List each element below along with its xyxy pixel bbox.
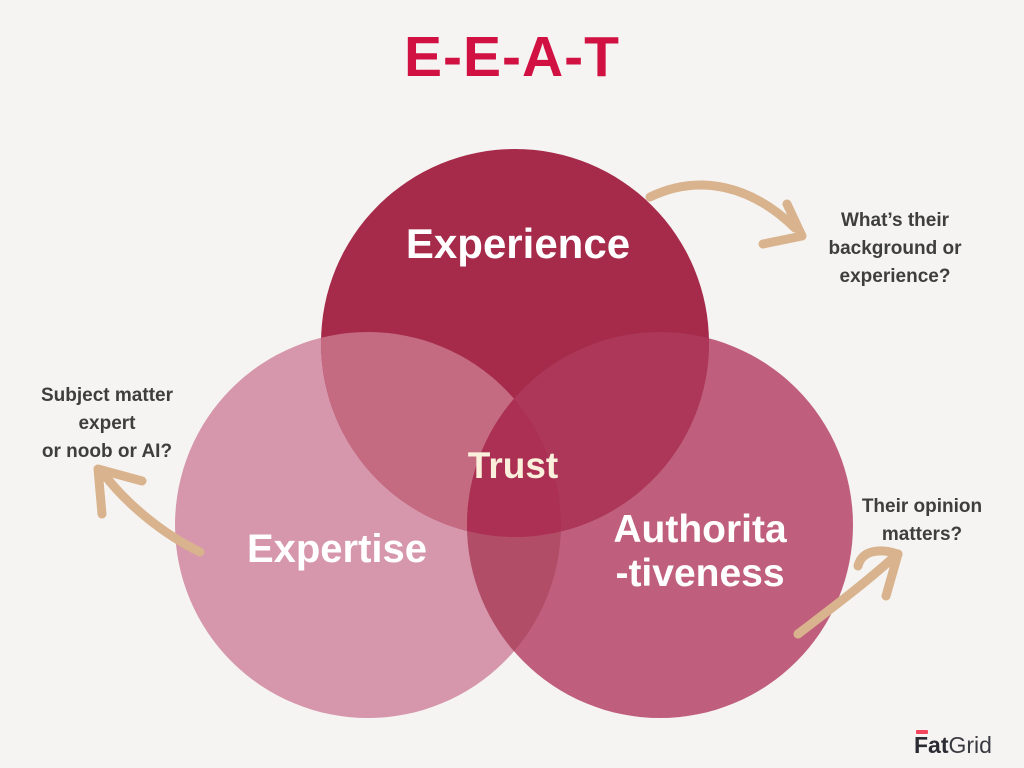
fatgrid-logo: FatGrid (914, 729, 992, 758)
annotation-line: matters? (881, 524, 963, 545)
label-authoritativeness-line2: -tiveness (615, 552, 784, 595)
label-experience: Experience (406, 220, 630, 267)
annotation-experience: What’s their background or experience? (795, 207, 995, 291)
arrow-authoritativeness (793, 546, 903, 639)
label-expertise: Expertise (247, 527, 427, 571)
annotation-line: Their opinion (861, 496, 983, 517)
logo-text-grid: Grid (948, 732, 992, 758)
annotation-expertise: Subject matter expert or noob or AI? (12, 382, 202, 466)
label-trust: Trust (468, 445, 558, 486)
annotation-line: What’s their (840, 210, 950, 231)
annotation-line: experience? (839, 266, 951, 287)
page-title: E-E-A-T (404, 25, 620, 89)
annotation-line: expert (78, 413, 136, 434)
label-authoritativeness-line1: Authorita (613, 508, 787, 551)
arrow-expertise (93, 464, 205, 557)
logo-text-fat: Fat (914, 732, 949, 758)
annotation-line: Subject matter (41, 385, 173, 406)
annotation-line: or noob or AI? (41, 441, 173, 462)
arrow-experience (645, 180, 807, 249)
logo-accent-bar (916, 730, 928, 734)
annotation-authoritativeness: Their opinion matters? (822, 493, 1022, 549)
annotation-line: background or (828, 238, 962, 259)
